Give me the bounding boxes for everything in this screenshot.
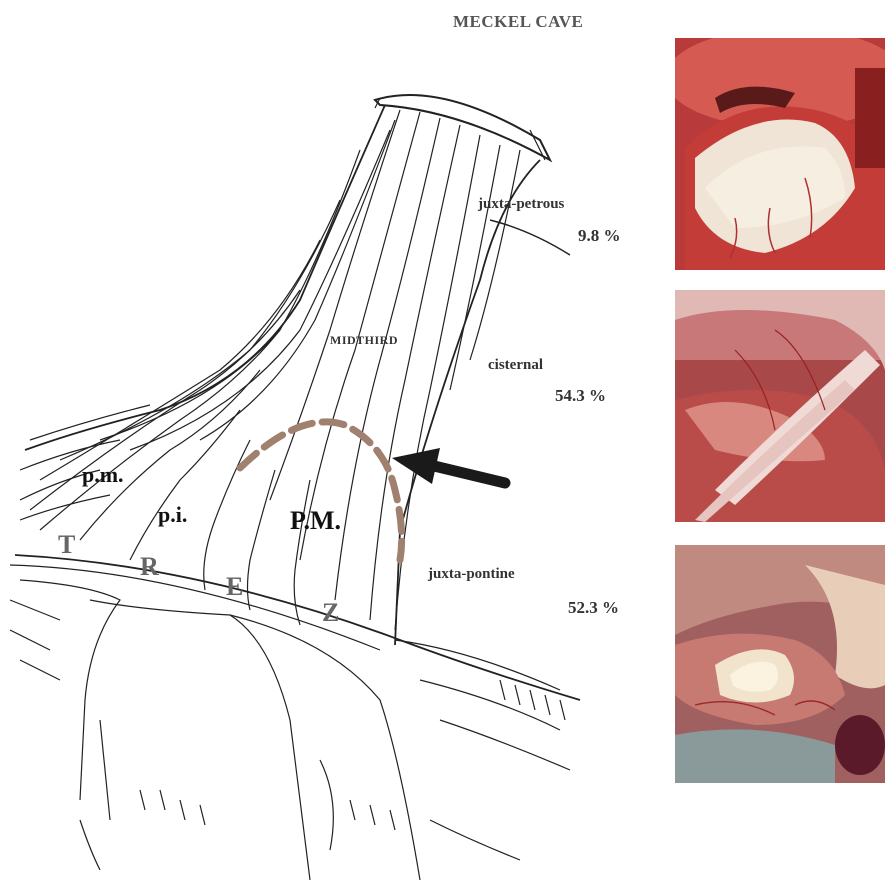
segment-label-cisternal: cisternal (488, 357, 543, 374)
portio-major-label: P.M. (290, 506, 341, 536)
label-r: R (140, 552, 159, 582)
juxta-petrous-photo (675, 38, 885, 270)
label-t: T (58, 530, 75, 560)
segment-percent-juxta-petrous: 9.8 % (578, 226, 621, 246)
figure-title: MECKEL CAVE (453, 12, 583, 32)
segment-percent-juxta-pontine: 52.3 % (568, 598, 619, 618)
label-z: Z (322, 598, 339, 628)
segment-label-juxta-petrous: juxta-petrous (478, 196, 564, 213)
portio-minor-label: p.m. (82, 462, 124, 488)
portio-intermedia-label: p.i. (158, 502, 187, 528)
cisternal-photo (675, 290, 885, 522)
segment-label-juxta-pontine: juxta-pontine (428, 566, 515, 583)
segment-percent-cisternal: 54.3 % (555, 386, 606, 406)
midthird-label: MIDTHIRD (330, 333, 398, 348)
label-e: E (226, 572, 243, 602)
juxta-pontine-photo (675, 545, 885, 783)
pointer-arrow (392, 448, 505, 484)
